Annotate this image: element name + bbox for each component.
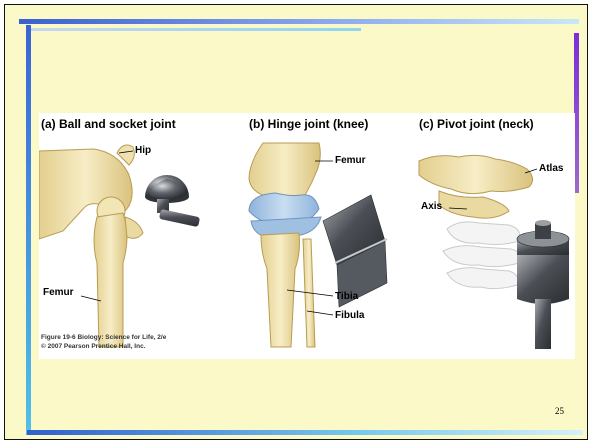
- panel-c-title: (c) Pivot joint (neck): [419, 117, 534, 131]
- joint-illustrations: [39, 113, 575, 359]
- page-number: 25: [555, 406, 564, 416]
- figure-caption-line2: © 2007 Pearson Prentice Hall, Inc.: [41, 343, 146, 350]
- joint-types-figure: (a) Ball and socket joint (b) Hinge join…: [39, 113, 575, 359]
- top-accent-bar-secondary: [31, 28, 361, 31]
- panel-b-title: (b) Hinge joint (knee): [249, 117, 368, 131]
- label-hip: Hip: [135, 145, 151, 156]
- left-accent-bar: [26, 25, 31, 435]
- ball-socket-illustration: [39, 145, 200, 347]
- label-atlas: Atlas: [539, 163, 563, 174]
- pivot-joint-illustration: [419, 155, 569, 349]
- hinge-joint-illustration: [249, 143, 387, 347]
- label-femur-b: Femur: [335, 155, 366, 166]
- label-tibia: Tibia: [335, 291, 358, 302]
- figure-caption-line1: Figure 19-6 Biology: Science for Life, 2…: [41, 334, 166, 341]
- slide: (a) Ball and socket joint (b) Hinge join…: [4, 4, 588, 440]
- label-axis: Axis: [421, 201, 442, 212]
- top-accent-bar: [19, 19, 579, 24]
- label-fibula: Fibula: [335, 310, 364, 321]
- label-femur-a: Femur: [43, 287, 74, 298]
- panel-a-title: (a) Ball and socket joint: [41, 117, 176, 131]
- bottom-accent-bar: [27, 430, 583, 435]
